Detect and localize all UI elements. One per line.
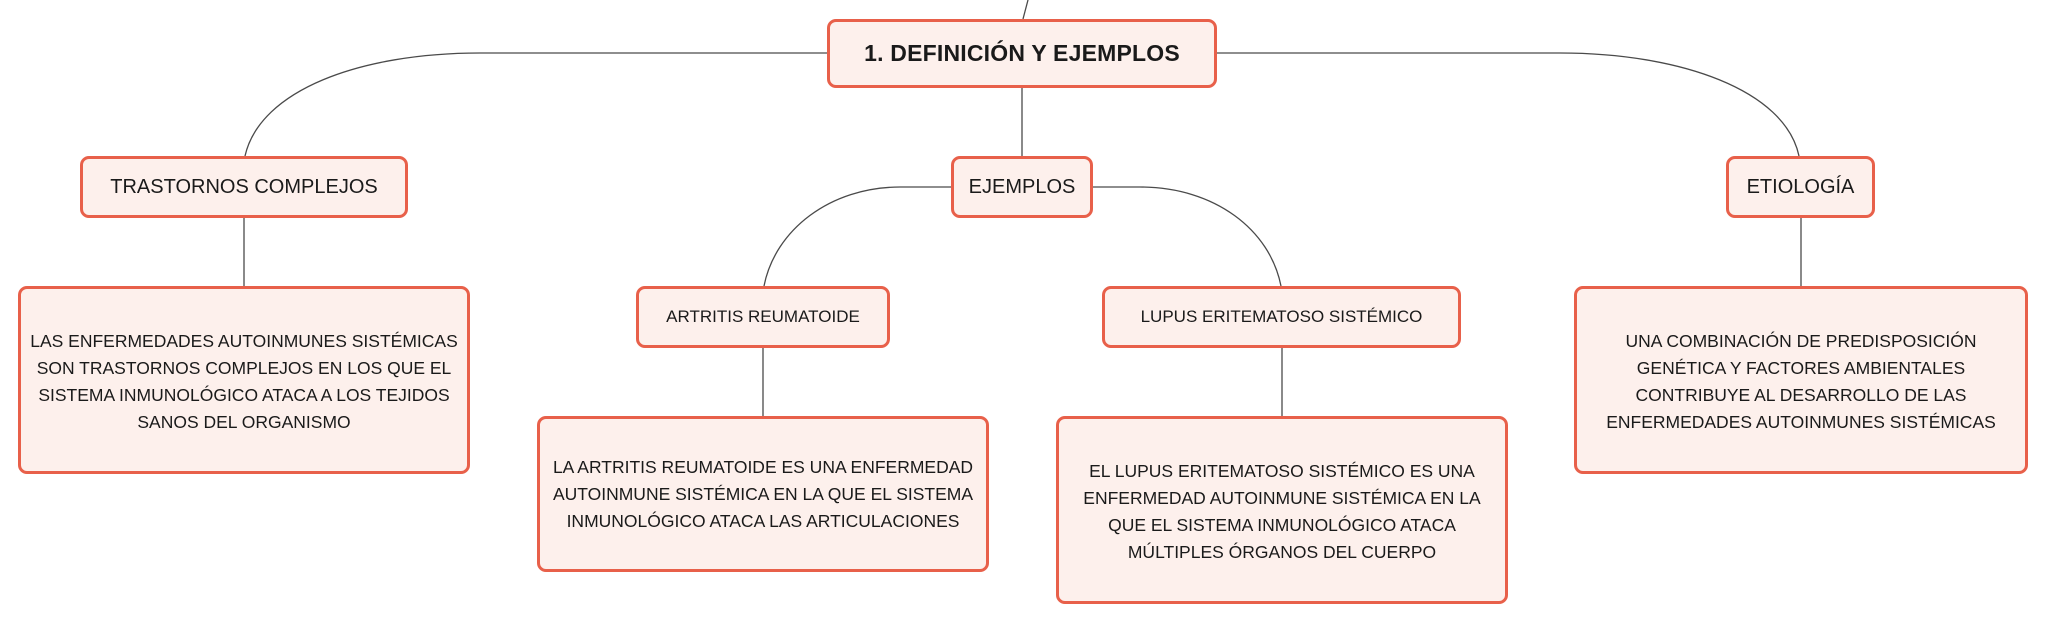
detail-text: LAS ENFERMEDADES AUTOINMUNES SISTÉMICAS … — [30, 330, 458, 432]
connector-ejemplos-to-artritis — [763, 186, 951, 287]
topic-node-etiologia[interactable]: ETIOLOGÍA — [1726, 156, 1875, 218]
topic-node-trastornos[interactable]: TRASTORNOS COMPLEJOS — [80, 156, 408, 218]
topic-node-ejemplos[interactable]: EJEMPLOS — [951, 156, 1093, 218]
topic-label: ETIOLOGÍA — [1746, 175, 1855, 198]
detail-node-etiologia[interactable]: UNA COMBINACIÓN DE PREDISPOSICIÓN GENÉTI… — [1574, 286, 2028, 474]
detail-text: UNA COMBINACIÓN DE PREDISPOSICIÓN GENÉTI… — [1606, 330, 1996, 432]
detail-text: EL LUPUS ERITEMATOSO SISTÉMICO ES UNA EN… — [1083, 460, 1481, 562]
root-node-label: 1. DEFINICIÓN Y EJEMPLOS — [864, 40, 1180, 66]
topic-label: EJEMPLOS — [968, 175, 1076, 198]
detail-node-lupus[interactable]: EL LUPUS ERITEMATOSO SISTÉMICO ES UNA EN… — [1056, 416, 1508, 604]
detail-node-trastornos[interactable]: LAS ENFERMEDADES AUTOINMUNES SISTÉMICAS … — [18, 286, 470, 474]
topic-label: TRASTORNOS COMPLEJOS — [110, 175, 378, 198]
connector-root-to-etiologia — [1217, 52, 1800, 157]
subtopic-label: ARTRITIS REUMATOIDE — [666, 307, 860, 326]
root-node[interactable]: 1. DEFINICIÓN Y EJEMPLOS — [827, 19, 1217, 88]
subtopic-label: LUPUS ERITEMATOSO SISTÉMICO — [1140, 307, 1423, 326]
connector-root-to-trastornos — [244, 52, 827, 157]
subtopic-node-lupus[interactable]: LUPUS ERITEMATOSO SISTÉMICO — [1102, 286, 1461, 348]
subtopic-node-artritis[interactable]: ARTRITIS REUMATOIDE — [636, 286, 890, 348]
connector-parent-to-root — [1022, 0, 1029, 20]
connector-ejemplos-to-lupus — [1093, 186, 1282, 287]
detail-node-artritis[interactable]: LA ARTRITIS REUMATOIDE ES UNA ENFERMEDAD… — [537, 416, 989, 572]
detail-text: LA ARTRITIS REUMATOIDE ES UNA ENFERMEDAD… — [552, 456, 974, 531]
